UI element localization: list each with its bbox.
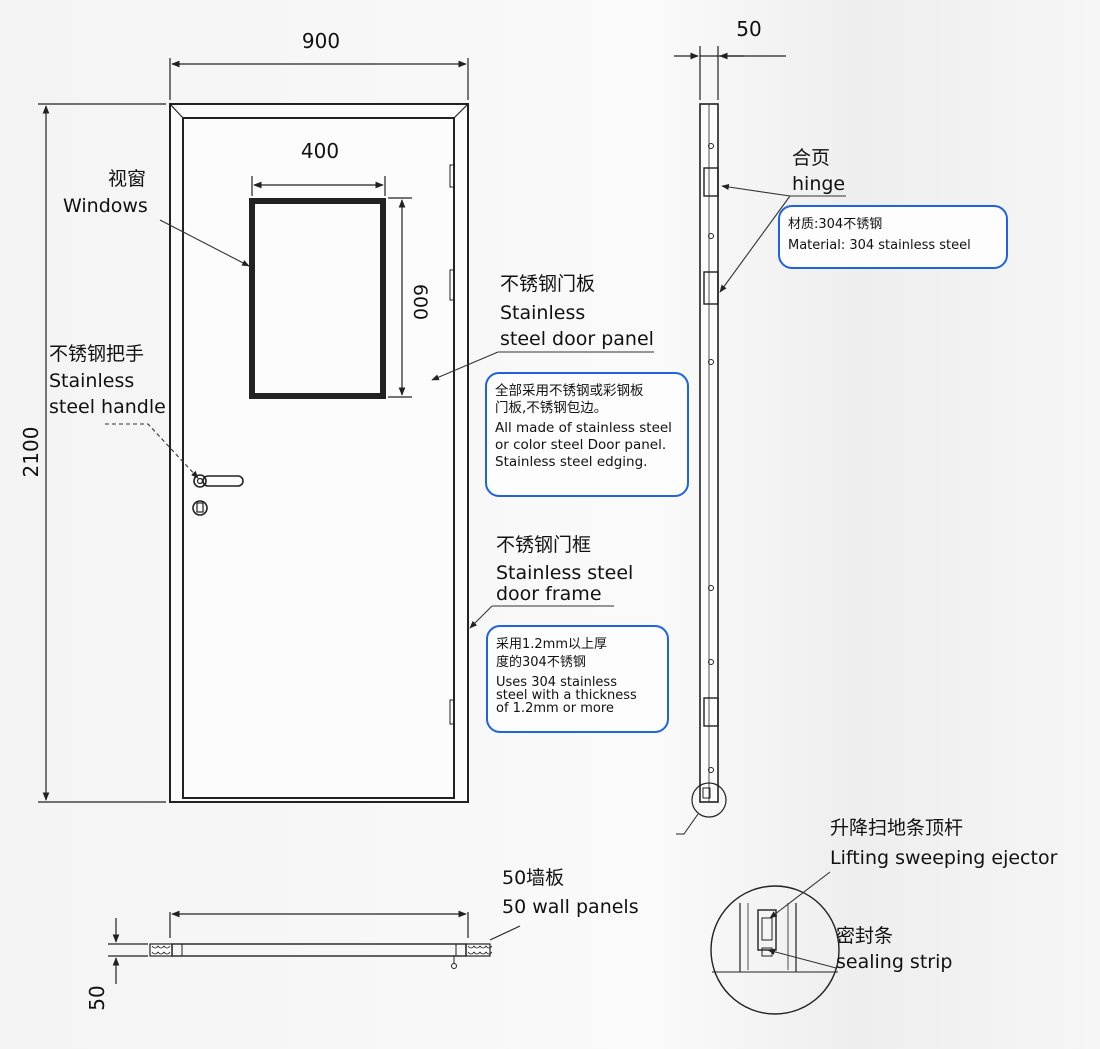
window-frame [249,198,386,399]
note-door-frame-en1: Uses 304 stainless [496,675,617,690]
note-door-frame: 采用1.2mm以上厚 度的304不锈钢 Uses 304 stainless s… [486,625,669,733]
dim-frame-depth [674,46,786,100]
door-leaf-outline [182,117,455,799]
label-hinge-en: hinge [792,173,846,195]
leader-handle [105,423,199,479]
label-hinge-zh: 合页 [792,147,831,169]
leader-ejector [769,871,831,919]
leader-door-panel [431,351,499,381]
label-door-panel-zh: 不锈钢门板 [500,273,596,295]
note-door-panel-en1: All made of stainless steel [495,420,672,436]
dim-door-width-label: 900 [302,29,340,53]
detail-circle [710,885,840,1015]
note-hinge-en: Material: 304 stainless steel [788,238,971,253]
note-hinge-zh: 材质:304不锈钢 [788,217,883,232]
leader-window [159,219,250,267]
label-handle-en1: Stainless [49,370,135,392]
note-door-panel-en3: Stainless steel edging. [495,454,648,470]
leader-sealing [767,948,837,969]
label-ejector-en: Lifting sweeping ejector [830,847,1058,869]
note-door-frame-en3: of 1.2mm or more [496,701,614,716]
note-door-panel-en2: or color steel Door panel. [495,437,667,453]
label-door-frame-zh: 不锈钢门框 [496,534,592,556]
label-ejector-zh: 升降扫地条顶杆 [830,817,964,839]
label-door-panel-en1: Stainless [500,302,586,324]
note-door-frame-en2: steel with a thickness [496,688,637,703]
note-door-panel-zh2: 门板,不锈钢包边。 [495,400,608,416]
dim-window-width [251,176,386,196]
leader-hinge-2 [719,195,791,293]
detail-marker-circle [691,782,727,818]
label-window-en: Windows [63,195,148,217]
note-door-frame-zh1: 采用1.2mm以上厚 [496,637,608,652]
note-door-frame-zh2: 度的304不锈钢 [496,655,586,670]
door-side-section [676,103,727,835]
note-hinge-material: 材质:304不锈钢 Material: 304 stainless steel [778,205,1008,269]
label-sealing-en: sealing strip [836,951,953,973]
dim-wall-panel-label: 50 [85,985,109,1010]
dim-window-height-label: 600 [409,284,431,320]
door-front-view [169,103,469,803]
handle-drawing [192,474,244,516]
note-door-panel-zh1: 全部采用不锈钢或彩钢板 [495,383,644,399]
dim-window-width-label: 400 [301,139,339,163]
label-wall-panels-zh: 50墙板 [502,867,565,889]
dim-door-height-label: 2100 [19,427,43,478]
label-door-panel-en2: steel door panel [500,328,654,350]
label-wall-panels-en: 50 wall panels [502,896,639,918]
label-sealing-zh: 密封条 [836,925,894,947]
ejector-detail [710,885,840,1015]
leader-door-frame [469,605,493,629]
note-door-panel: 全部采用不锈钢或彩钢板 门板,不锈钢包边。 All made of stainl… [485,372,689,497]
dim-door-height [38,103,166,803]
dim-window-height [388,197,412,398]
label-door-frame-en2: door frame [496,583,602,605]
label-handle-zh: 不锈钢把手 [49,343,145,365]
dim-wall-panel [108,918,148,984]
leader-hinge-1 [721,183,791,197]
door-frame-outline [169,103,469,803]
dim-door-width [169,58,469,100]
door-plan-section [149,910,521,969]
label-door-frame-en1: Stainless steel [496,562,634,584]
dim-frame-depth-label: 50 [736,17,761,41]
label-handle-en2: steel handle [49,396,166,418]
label-window-zh: 视窗 [108,168,147,190]
